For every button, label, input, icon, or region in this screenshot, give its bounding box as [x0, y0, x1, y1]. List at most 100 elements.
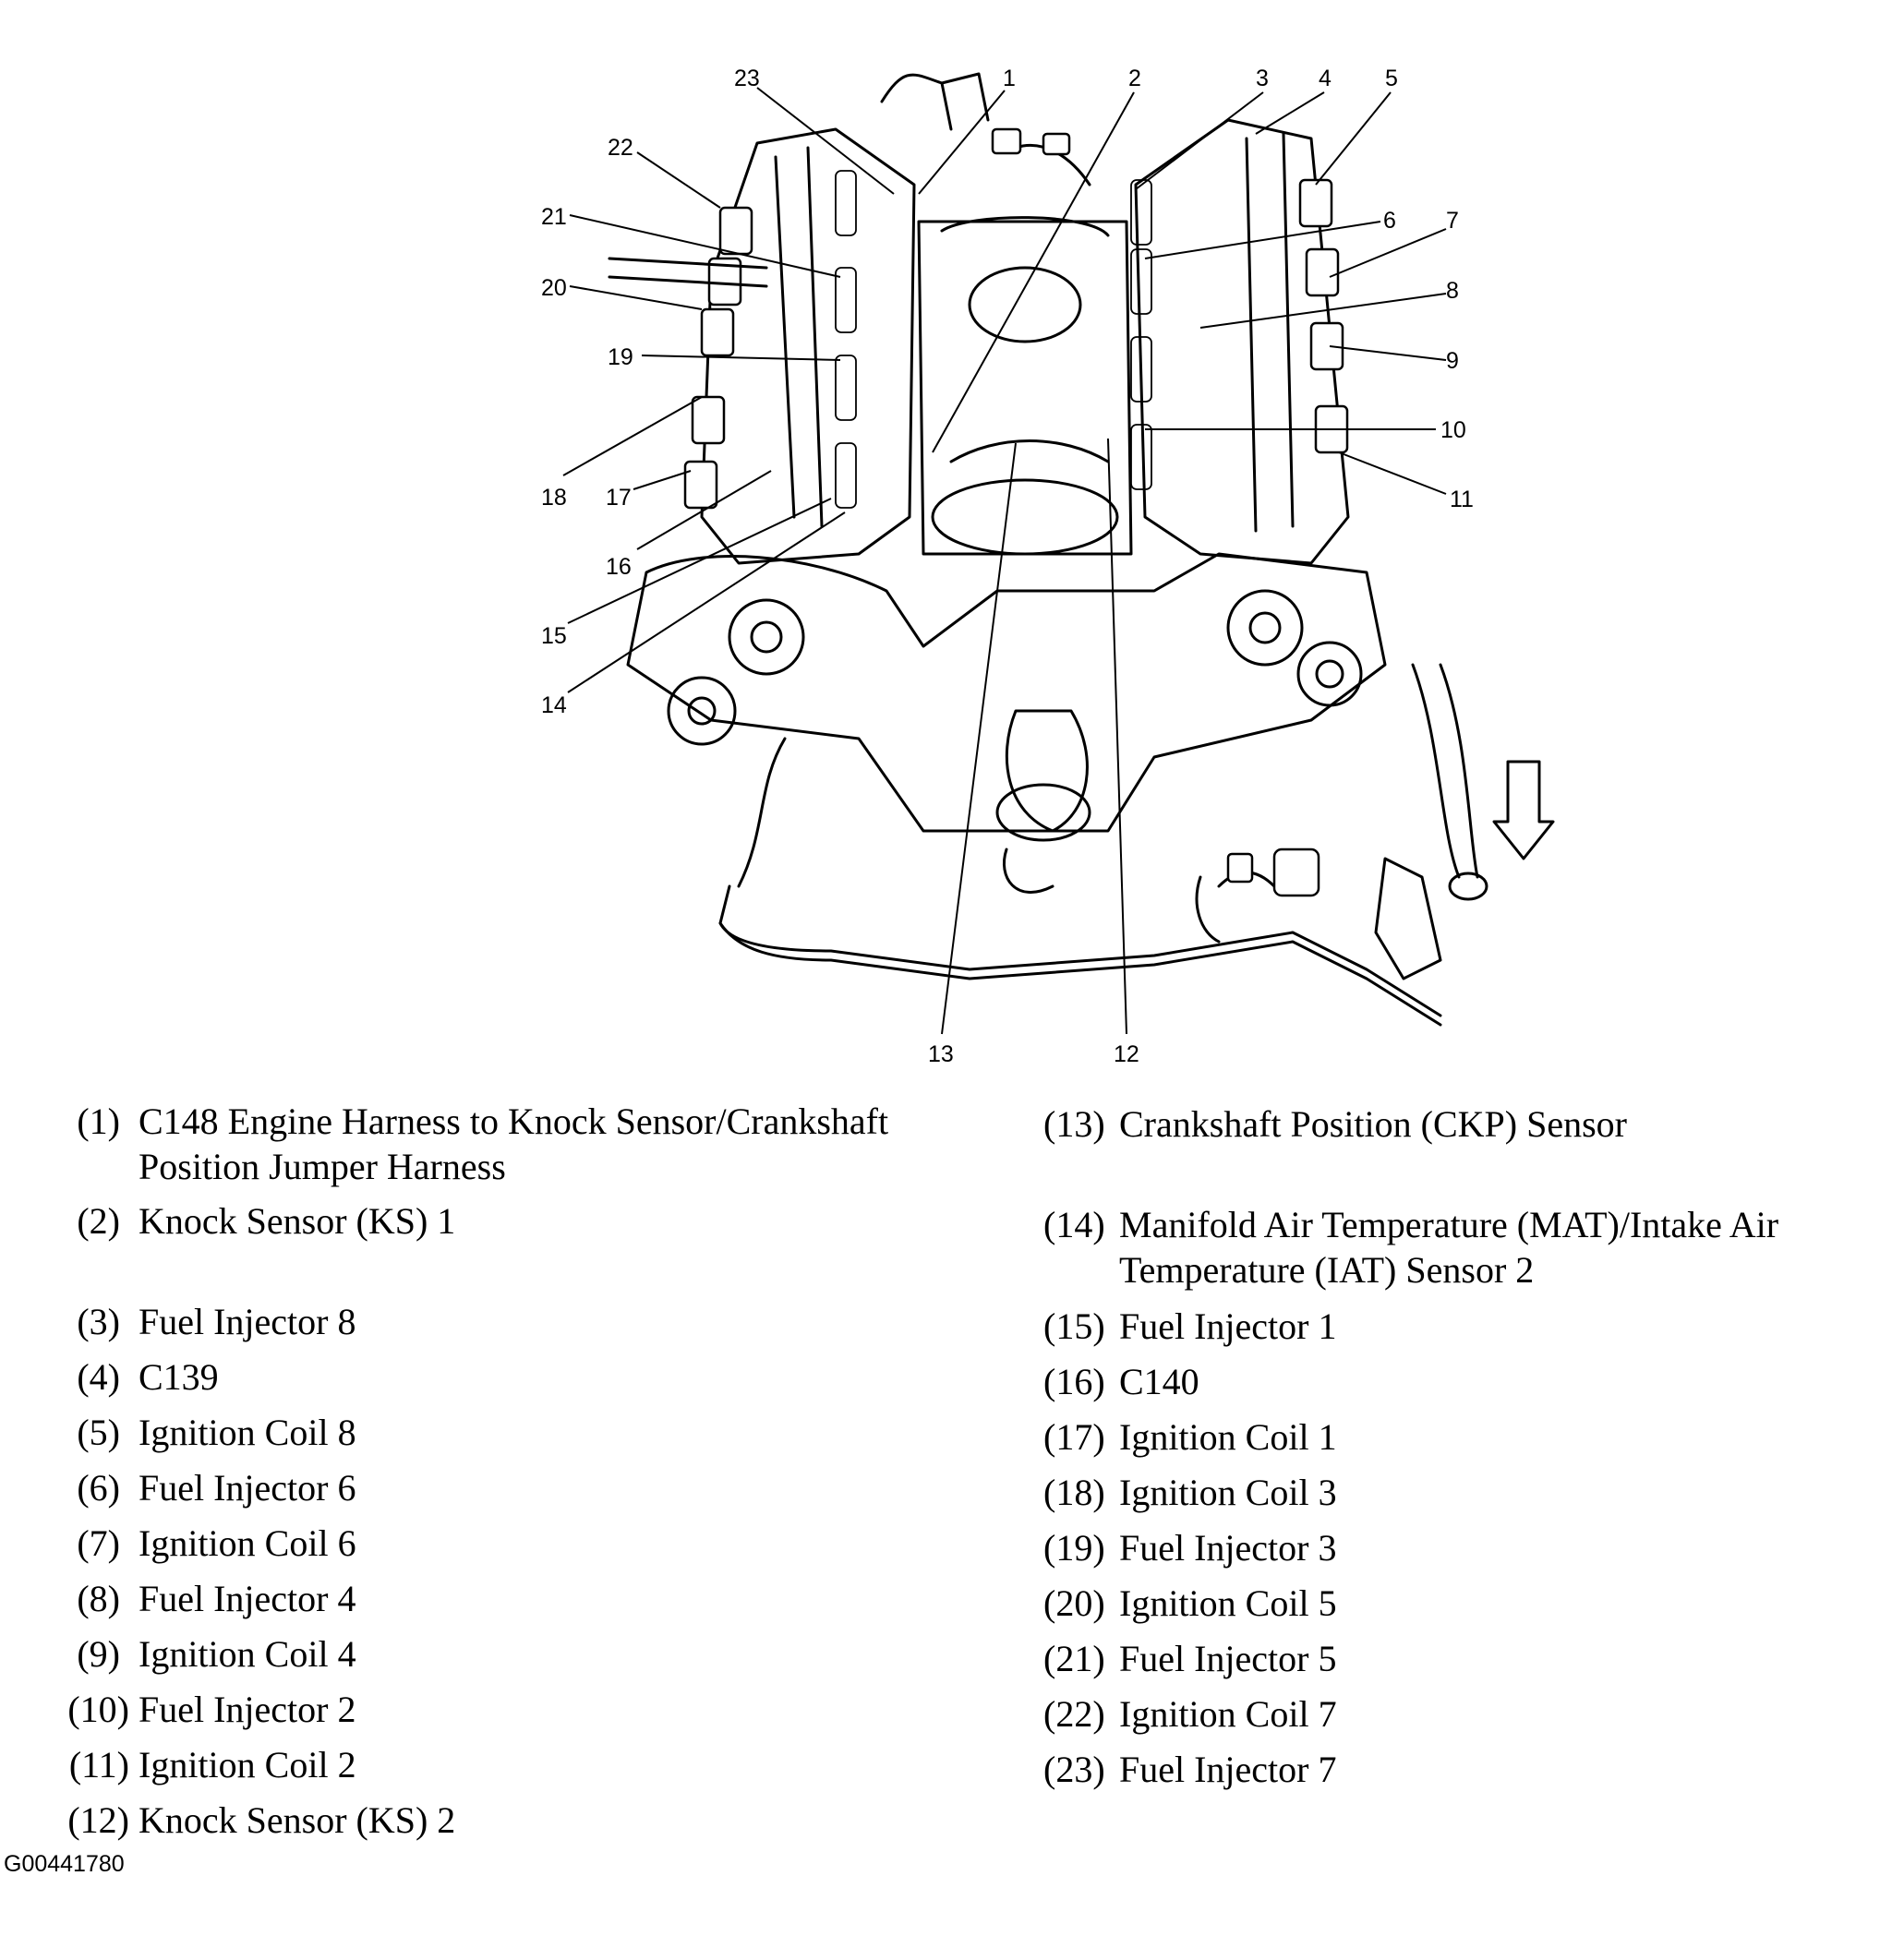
legend-item: (10) Fuel Injector 2 — [55, 1687, 979, 1733]
legend-number: (15) — [1043, 1305, 1105, 1347]
legend-item: (16) C140 — [1043, 1359, 1893, 1405]
callout-16: 16 — [606, 554, 632, 580]
callout-11: 11 — [1450, 487, 1474, 512]
callout-6: 6 — [1383, 208, 1396, 234]
legend-item: (5) Ignition Coil 8 — [55, 1410, 979, 1456]
legend-text: Ignition Coil 4 — [139, 1633, 356, 1675]
callout-22: 22 — [608, 135, 633, 161]
legend-item: (18) Ignition Coil 3 — [1043, 1470, 1893, 1516]
legend-number: (6) — [77, 1467, 120, 1509]
engine-illustration — [608, 72, 1488, 1027]
callout-17: 17 — [606, 485, 632, 511]
callout-3: 3 — [1256, 66, 1269, 91]
legend-number: (19) — [1043, 1527, 1105, 1569]
legend-text: Ignition Coil 2 — [139, 1744, 356, 1786]
legend-item: (12) Knock Sensor (KS) 2 — [55, 1798, 979, 1844]
legend-number: (20) — [1043, 1582, 1105, 1624]
legend-number: (18) — [1043, 1472, 1105, 1513]
legend-text: Manifold Air Temperature (MAT)/Intake Ai… — [1119, 1204, 1779, 1245]
legend-item: (6) Fuel Injector 6 — [55, 1465, 979, 1511]
down-arrow-icon — [1492, 760, 1555, 860]
engine-diagram: 23 1 2 3 4 5 6 7 8 9 10 11 12 13 14 15 1… — [541, 66, 1555, 1067]
callout-5: 5 — [1385, 66, 1398, 91]
legend-text: Ignition Coil 7 — [1119, 1693, 1337, 1735]
legend-item: (20) Ignition Coil 5 — [1043, 1581, 1893, 1627]
figure-id: G00441780 — [4, 1851, 125, 1877]
legend-text: Ignition Coil 8 — [139, 1412, 356, 1453]
legend-number: (13) — [1043, 1103, 1105, 1145]
legend-number: (23) — [1043, 1749, 1105, 1790]
legend-item: (1) C148 Engine Harness to Knock Sensor/… — [55, 1099, 979, 1191]
callout-15: 15 — [541, 623, 567, 649]
legend-text: Knock Sensor (KS) 1 — [139, 1200, 456, 1242]
legend-text: Fuel Injector 6 — [139, 1467, 356, 1509]
legend-item: (7) Ignition Coil 6 — [55, 1521, 979, 1567]
legend-number: (21) — [1043, 1638, 1105, 1679]
legend-number: (16) — [1043, 1361, 1105, 1402]
leader-lines — [562, 87, 1447, 1035]
legend-number: (4) — [77, 1356, 120, 1398]
callout-7: 7 — [1446, 208, 1459, 234]
legend-text: C148 Engine Harness to Knock Sensor/Cran… — [139, 1100, 889, 1142]
legend-text: Ignition Coil 5 — [1119, 1582, 1337, 1624]
legend-number: (22) — [1043, 1693, 1105, 1735]
legend-text: Fuel Injector 7 — [1119, 1749, 1337, 1790]
legend-item: (14) Manifold Air Temperature (MAT)/Inta… — [1043, 1202, 1893, 1294]
legend-number: (12) — [67, 1799, 129, 1841]
legend-text: Ignition Coil 6 — [139, 1522, 356, 1564]
callout-20: 20 — [541, 275, 567, 301]
callout-1: 1 — [1003, 66, 1016, 91]
legend-text: Fuel Injector 3 — [1119, 1527, 1337, 1569]
legend-number: (8) — [77, 1578, 120, 1619]
legend-text: Fuel Injector 8 — [139, 1301, 356, 1342]
legend-item: (21) Fuel Injector 5 — [1043, 1636, 1893, 1682]
legend-text: C139 — [139, 1356, 219, 1398]
legend-item: (19) Fuel Injector 3 — [1043, 1525, 1893, 1571]
callout-19: 19 — [608, 344, 633, 370]
callout-12: 12 — [1114, 1041, 1139, 1067]
legend-text: Knock Sensor (KS) 2 — [139, 1799, 456, 1841]
callout-4: 4 — [1319, 66, 1332, 91]
legend-item: (8) Fuel Injector 4 — [55, 1576, 979, 1622]
callout-10: 10 — [1440, 417, 1466, 443]
legend-item: (15) Fuel Injector 1 — [1043, 1304, 1893, 1350]
legend-text: Crankshaft Position (CKP) Sensor — [1119, 1103, 1627, 1145]
legend-number: (2) — [77, 1200, 120, 1242]
legend-text: Fuel Injector 5 — [1119, 1638, 1337, 1679]
callout-labels: 23 1 2 3 4 5 6 7 8 9 10 11 12 13 14 15 1… — [541, 66, 1474, 1067]
legend-text: Ignition Coil 3 — [1119, 1472, 1337, 1513]
legend-text: Ignition Coil 1 — [1119, 1416, 1337, 1458]
legend-number: (3) — [77, 1301, 120, 1342]
callout-13: 13 — [928, 1041, 954, 1067]
legend-number: (17) — [1043, 1416, 1105, 1458]
legend-item: (11) Ignition Coil 2 — [55, 1742, 979, 1788]
legend-number: (5) — [77, 1412, 120, 1453]
callout-14: 14 — [541, 692, 567, 718]
callout-18: 18 — [541, 485, 567, 511]
legend-item: (9) Ignition Coil 4 — [55, 1631, 979, 1677]
legend-item: (17) Ignition Coil 1 — [1043, 1414, 1893, 1461]
legend-number: (14) — [1043, 1204, 1105, 1245]
legend-item: (22) Ignition Coil 7 — [1043, 1691, 1893, 1738]
callout-2: 2 — [1128, 66, 1141, 91]
callout-21: 21 — [541, 204, 567, 230]
legend-item: (23) Fuel Injector 7 — [1043, 1747, 1893, 1793]
legend-number: (1) — [77, 1100, 120, 1142]
legend-text-line2: Position Jumper Harness — [139, 1146, 506, 1187]
legend-text: C140 — [1119, 1361, 1199, 1402]
legend-number: (9) — [77, 1633, 120, 1675]
callout-8: 8 — [1446, 278, 1459, 304]
callout-23: 23 — [734, 66, 760, 91]
legend-text: Fuel Injector 4 — [139, 1578, 356, 1619]
legend-item: (3) Fuel Injector 8 — [55, 1299, 979, 1345]
legend-number: (11) — [68, 1744, 129, 1786]
legend-text: Fuel Injector 2 — [139, 1689, 356, 1730]
legend-number: (10) — [67, 1689, 129, 1730]
legend-item: (13) Crankshaft Position (CKP) Sensor — [1043, 1101, 1893, 1148]
callout-9: 9 — [1446, 348, 1459, 374]
legend-item: (2) Knock Sensor (KS) 1 — [55, 1198, 979, 1245]
legend-number: (7) — [77, 1522, 120, 1564]
legend-item: (4) C139 — [55, 1354, 979, 1401]
legend-text: Fuel Injector 1 — [1119, 1305, 1337, 1347]
